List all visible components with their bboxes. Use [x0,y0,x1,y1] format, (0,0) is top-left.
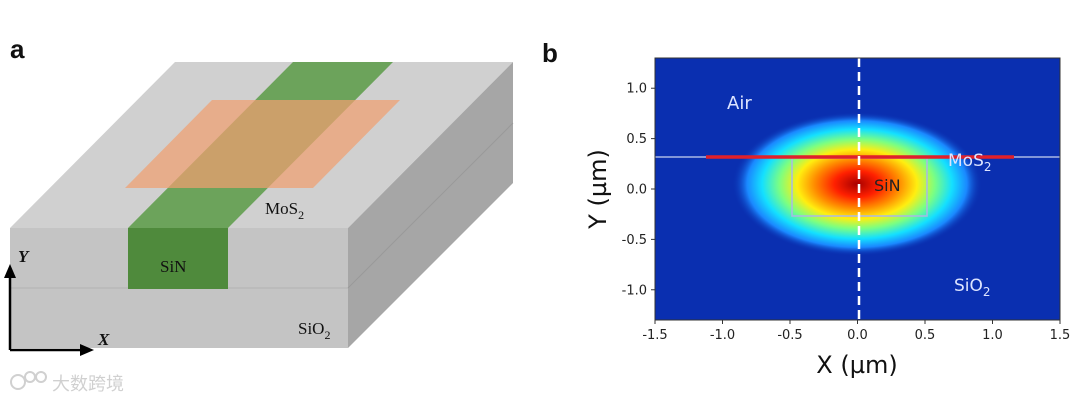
x-tick-label: -1.0 [710,328,735,343]
x-tick-label: -0.5 [777,328,802,343]
panel-b-label: b [542,38,558,68]
layer-boundary-side-line [347,122,514,289]
field-intensity [732,112,982,256]
x-tick-label: 0.0 [847,328,868,343]
y-tick-label: 0.0 [626,183,647,198]
panel-a-label: a [10,34,25,64]
sin-label: SiN [160,257,186,276]
mos2-region-label: MoS2 [948,151,992,174]
y-tick-label: 0.5 [626,132,647,147]
sin-waveguide-front [128,228,228,289]
x-axis-title: X (µm) [816,351,897,379]
panel-a: a MoS2 SiN SiO2 Y X [4,34,514,356]
coordinate-axes: Y X [4,247,110,356]
y-tick-label: -0.5 [622,233,647,248]
x-tick-label: 1.5 [1050,328,1071,343]
y-axis-label: Y [18,247,30,266]
x-tick-label: 1.0 [982,328,1003,343]
y-ticks: 1.0 0.5 0.0 -0.5 -1.0 [622,82,655,298]
y-arrow-icon [4,264,16,278]
air-region-label: Air [727,93,752,114]
x-ticks: -1.5 -1.0 -0.5 0.0 0.5 1.0 1.5 [642,320,1070,343]
mos2-label: MoS2 [265,199,304,222]
watermark: 大数跨境 [10,371,124,395]
x-arrow-icon [80,344,94,356]
x-axis-label: X [97,330,110,349]
x-tick-label: 0.5 [915,328,936,343]
x-tick-label: -1.5 [642,328,667,343]
sio2-region-label: SiO2 [954,276,991,299]
mode-field-plot: Air MoS2 SiN SiO2 [655,58,1060,320]
watermark-logo-icon [10,371,47,390]
y-axis-title: Y (µm) [584,149,612,230]
y-tick-label: 1.0 [626,82,647,97]
sin-region-label: SiN [874,176,901,195]
watermark-text: 大数跨境 [52,374,124,395]
sio2-label: SiO2 [298,319,330,342]
y-tick-label: -1.0 [622,283,647,298]
mos2-flake [125,100,400,188]
